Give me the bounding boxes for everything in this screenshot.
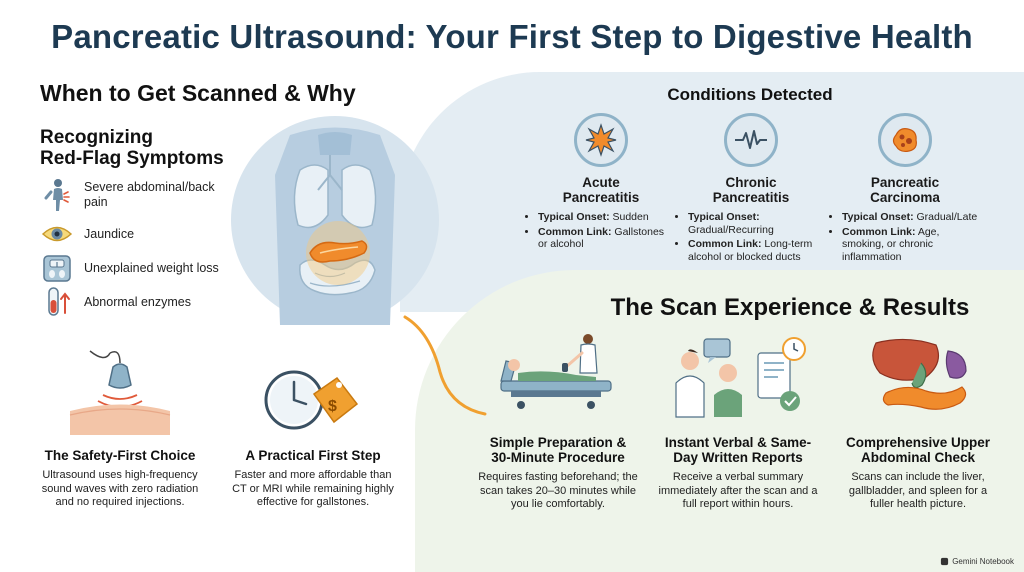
reports-title: Instant Verbal & Same- Day Written Repor… bbox=[664, 435, 812, 465]
practical-text: Faster and more affordable than CT or MR… bbox=[232, 469, 394, 508]
symptom-text: Abnormal enzymes bbox=[84, 294, 191, 309]
connector-arrow bbox=[403, 315, 487, 416]
symptom-item: Jaundice bbox=[40, 217, 224, 251]
eye-icon bbox=[40, 217, 74, 251]
condition-chronic-pancreatitis: Chronic Pancreatitis Typical Onset: Grad… bbox=[676, 113, 826, 265]
condition-details: Typical Onset: Gradual/Late Common Link:… bbox=[830, 211, 980, 263]
scan-panel-background bbox=[415, 270, 1024, 572]
abdominal-check-title: Comprehensive Upper Abdominal Check bbox=[845, 435, 991, 465]
safety-text: Ultrasound uses high-frequency sound wav… bbox=[41, 469, 199, 508]
patient-scan-icon bbox=[496, 333, 621, 423]
page-title: Pancreatic Ultrasound: Your First Step t… bbox=[51, 18, 973, 55]
red-flag-heading-line1: Recognizing bbox=[40, 127, 153, 148]
symptom-item: Severe abdominal/back pain bbox=[40, 178, 224, 212]
doctor-report-icon bbox=[668, 335, 813, 425]
condition-name: Chronic Pancreatitis bbox=[712, 175, 790, 205]
symptom-text: Jaundice bbox=[84, 226, 135, 241]
torso-pancreas-illustration bbox=[230, 115, 440, 325]
safety-title: The Safety-First Choice bbox=[44, 448, 196, 463]
scan-procedure-text: Requires fasting beforehand; the scan ta… bbox=[478, 471, 638, 510]
practical-step-item: A Practical First Step Faster and more a… bbox=[228, 448, 398, 510]
red-flag-heading-line2: Red-Flag Symptoms bbox=[40, 148, 224, 169]
notebook-icon bbox=[941, 557, 949, 566]
pain-figure-icon bbox=[40, 178, 74, 212]
when-heading: When to Get Scanned & Why bbox=[40, 80, 356, 106]
scan-procedure-item: Simple Preparation & 30-Minute Procedure… bbox=[478, 435, 638, 512]
svg-text:$: $ bbox=[328, 398, 337, 415]
reports-item: Instant Verbal & Same- Day Written Repor… bbox=[658, 435, 818, 512]
symptom-item: Abnormal enzymes bbox=[40, 285, 224, 319]
clock-price-tag-icon: $ bbox=[262, 364, 362, 444]
condition-details: Typical Onset: Gradual/Recurring Common … bbox=[676, 211, 826, 263]
condition-details: Typical Onset: Sudden Common Link: Galls… bbox=[526, 211, 676, 251]
practical-title: A Practical First Step bbox=[245, 448, 381, 463]
symptom-item: Unexplained weight loss bbox=[40, 251, 244, 285]
condition-name: Pancreatic Carcinoma bbox=[870, 175, 940, 205]
abdominal-check-text: Scans can include the liver, gallbladder… bbox=[848, 471, 988, 510]
test-tube-icon bbox=[40, 285, 74, 319]
condition-acute-pancreatitis: Acute Pancreatitis Typical Onset: Sudden… bbox=[526, 113, 676, 253]
red-flag-heading: Recognizing Red-Flag Symptoms bbox=[40, 127, 224, 169]
footer-text: Gemini Notebook bbox=[952, 557, 1014, 566]
cell-mass-icon bbox=[878, 113, 932, 167]
condition-pancreatic-carcinoma: Pancreatic Carcinoma Typical Onset: Grad… bbox=[830, 113, 980, 265]
conditions-heading: Conditions Detected bbox=[667, 85, 833, 104]
abdominal-organs-icon bbox=[866, 333, 976, 428]
condition-name: Acute Pancreatitis bbox=[562, 175, 640, 205]
scan-procedure-title: Simple Preparation & 30-Minute Procedure bbox=[489, 435, 627, 465]
reports-text: Receive a verbal summary immediately aft… bbox=[658, 471, 818, 510]
symptom-text: Severe abdominal/back pain bbox=[84, 180, 215, 209]
scan-heading: The Scan Experience & Results bbox=[610, 294, 970, 321]
starburst-icon bbox=[574, 113, 628, 167]
abdominal-check-item: Comprehensive Upper Abdominal Check Scan… bbox=[838, 435, 998, 512]
safety-first-item: The Safety-First Choice Ultrasound uses … bbox=[35, 448, 205, 510]
scale-icon bbox=[40, 251, 74, 285]
pulse-wave-icon bbox=[724, 113, 778, 167]
footer-credit: Gemini Notebook bbox=[940, 557, 1014, 566]
ultrasound-probe-icon bbox=[65, 343, 175, 443]
symptom-text: Unexplained weight loss bbox=[84, 260, 219, 275]
